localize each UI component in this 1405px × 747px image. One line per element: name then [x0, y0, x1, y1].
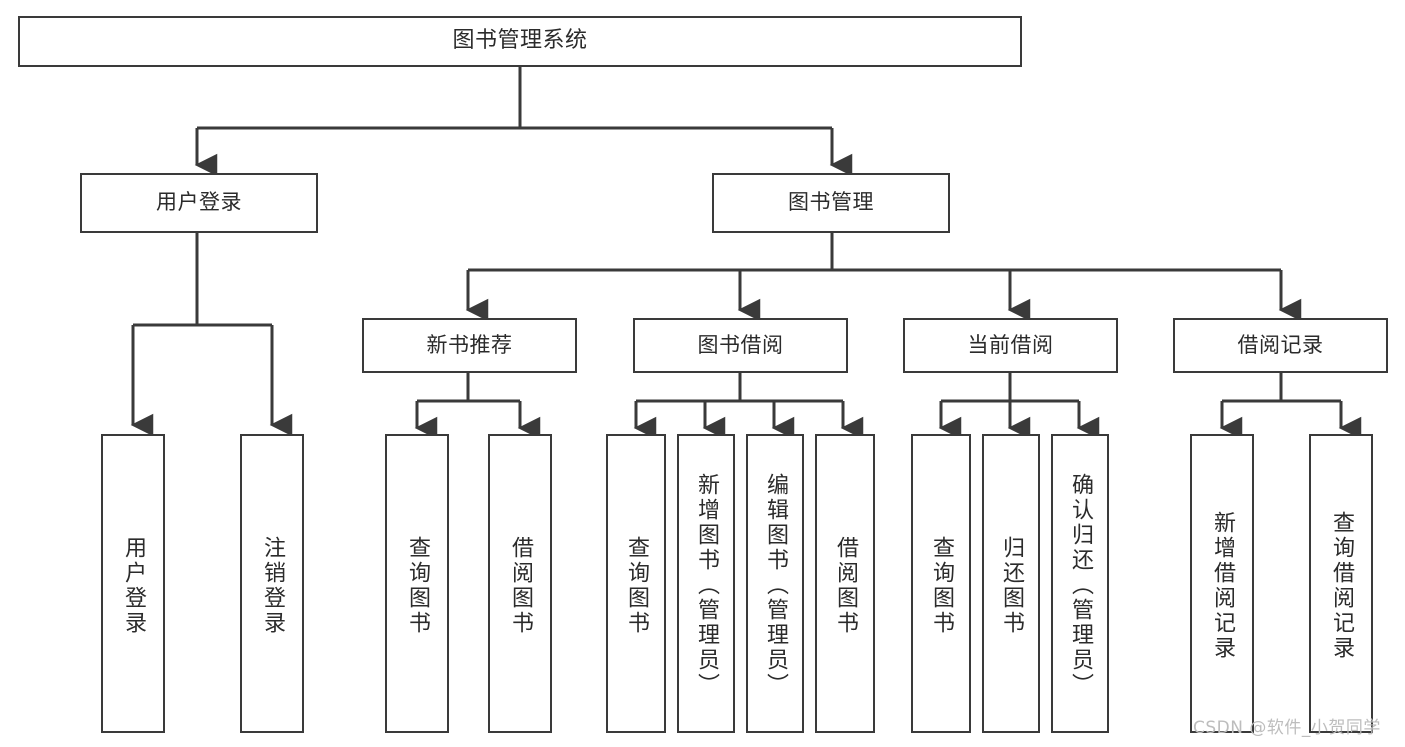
watermark-text: CSDN @软件_小贺同学: [1193, 718, 1381, 738]
node-leaf-label: 用户登录: [121, 535, 146, 636]
node-leaf-label: 查询图书: [405, 535, 430, 636]
node-borrow-record-label: 借阅记录: [1237, 332, 1324, 357]
node-leaf-user-login-signout[interactable]: 注销登录: [240, 434, 304, 733]
node-leaf-book-borrow-borrow[interactable]: 借阅图书: [815, 434, 875, 733]
node-leaf-label: 新增借阅记录: [1210, 510, 1235, 661]
node-leaf-book-borrow-edit[interactable]: 编辑图书（管理员）: [746, 434, 804, 733]
node-current-borrow[interactable]: 当前借阅: [903, 318, 1118, 373]
node-leaf-book-borrow-query[interactable]: 查询图书: [606, 434, 666, 733]
node-book-manage[interactable]: 图书管理: [712, 173, 950, 233]
node-book-borrow[interactable]: 图书借阅: [633, 318, 848, 373]
node-leaf-label: 编辑图书（管理员）: [763, 473, 788, 698]
node-new-book-recommend[interactable]: 新书推荐: [362, 318, 577, 373]
node-new-book-recommend-label: 新书推荐: [426, 332, 513, 357]
node-leaf-label: 查询图书: [929, 535, 954, 636]
node-leaf-new-book-borrow[interactable]: 借阅图书: [488, 434, 552, 733]
node-leaf-label: 借阅图书: [508, 535, 533, 636]
node-leaf-label: 归还图书: [999, 535, 1024, 636]
node-leaf-label: 确认归还（管理员）: [1068, 473, 1093, 698]
node-borrow-record[interactable]: 借阅记录: [1173, 318, 1388, 373]
node-leaf-book-borrow-add[interactable]: 新增图书（管理员）: [677, 434, 735, 733]
node-leaf-current-borrow-return[interactable]: 归还图书: [982, 434, 1040, 733]
node-leaf-borrow-record-add[interactable]: 新增借阅记录: [1190, 434, 1254, 733]
node-current-borrow-label: 当前借阅: [967, 332, 1054, 357]
node-leaf-label: 查询图书: [624, 535, 649, 636]
node-leaf-user-login-signin[interactable]: 用户登录: [101, 434, 165, 733]
node-book-manage-label: 图书管理: [788, 190, 874, 215]
node-leaf-current-borrow-query[interactable]: 查询图书: [911, 434, 971, 733]
node-user-login-label: 用户登录: [156, 190, 242, 215]
node-leaf-label: 查询借阅记录: [1329, 510, 1354, 661]
node-book-borrow-label: 图书借阅: [697, 332, 784, 357]
node-leaf-current-borrow-confirm[interactable]: 确认归还（管理员）: [1051, 434, 1109, 733]
node-leaf-borrow-record-query[interactable]: 查询借阅记录: [1309, 434, 1373, 733]
node-leaf-label: 借阅图书: [833, 535, 858, 636]
node-root-label: 图书管理系统: [452, 28, 588, 54]
node-user-login[interactable]: 用户登录: [80, 173, 318, 233]
node-leaf-new-book-query[interactable]: 查询图书: [385, 434, 449, 733]
node-leaf-label: 注销登录: [260, 535, 285, 636]
node-leaf-label: 新增图书（管理员）: [694, 473, 719, 698]
node-root[interactable]: 图书管理系统: [18, 16, 1022, 67]
